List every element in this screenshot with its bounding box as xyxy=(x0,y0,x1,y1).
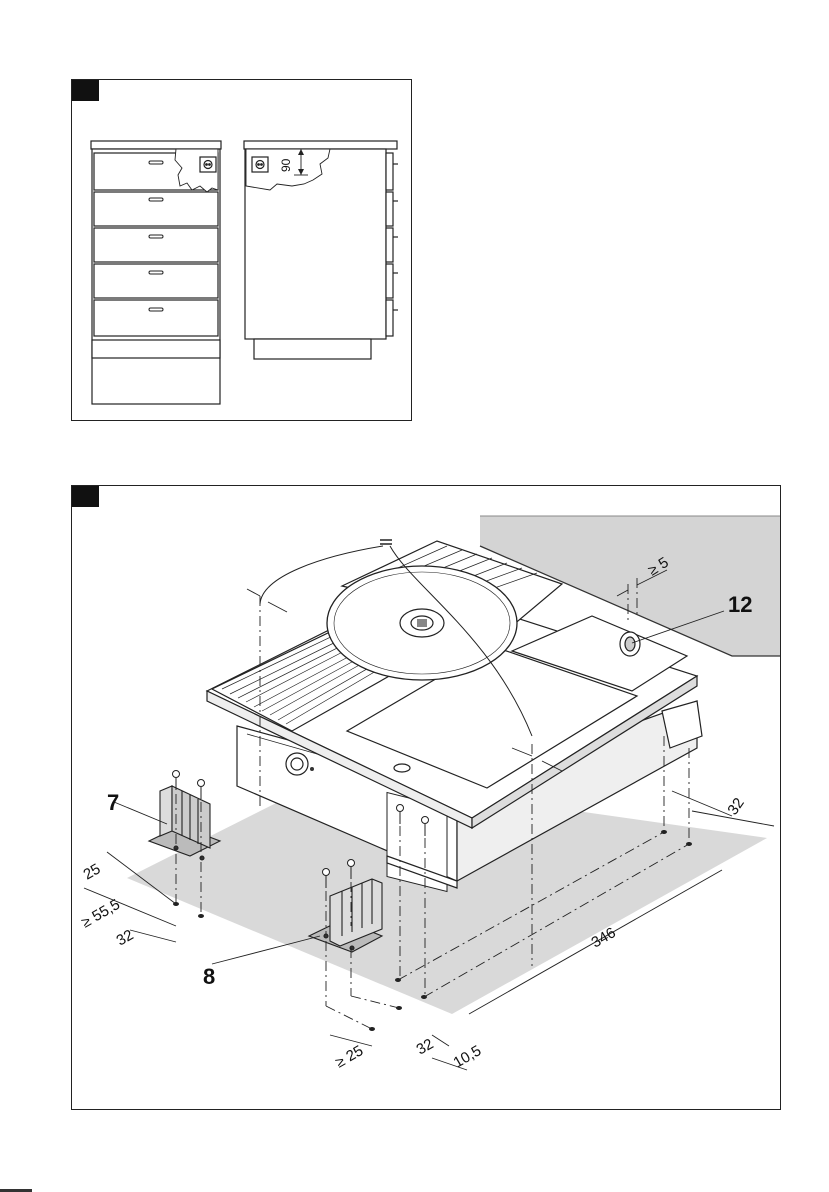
power-socket-icon xyxy=(200,157,216,172)
socket-height-dimension: 90 xyxy=(279,158,293,172)
callout-12-label: 12 xyxy=(728,592,752,617)
dim-ge25: ≥ 25 xyxy=(333,1042,367,1071)
dim-32-right: 32 xyxy=(724,795,747,818)
callout-8-label: 8 xyxy=(203,964,215,989)
power-socket-icon xyxy=(252,157,268,172)
dim-10-5: 10,5 xyxy=(451,1042,485,1071)
dim-32-left: 32 xyxy=(114,926,137,949)
figure-1-drawing: 90 xyxy=(72,80,411,420)
figure-2-drawing: 7 8 12 ≥ 5 32 346 25 ≥ 55,5 32 ≥ 25 32 1… xyxy=(72,486,780,1109)
dim-25-left: 25 xyxy=(81,860,104,883)
cabinet-front-view xyxy=(91,141,221,404)
dim-32-bottom: 32 xyxy=(414,1035,437,1058)
callout-7-label: 7 xyxy=(107,790,119,815)
cabinet-side-view xyxy=(244,141,398,359)
figure-2-panel: 7 8 12 ≥ 5 32 346 25 ≥ 55,5 32 ≥ 25 32 1… xyxy=(71,485,781,1110)
drawer-front-edges xyxy=(386,153,398,336)
figure-1-panel: 90 xyxy=(71,79,412,421)
dim-ge55-5: ≥ 55,5 xyxy=(79,896,124,932)
